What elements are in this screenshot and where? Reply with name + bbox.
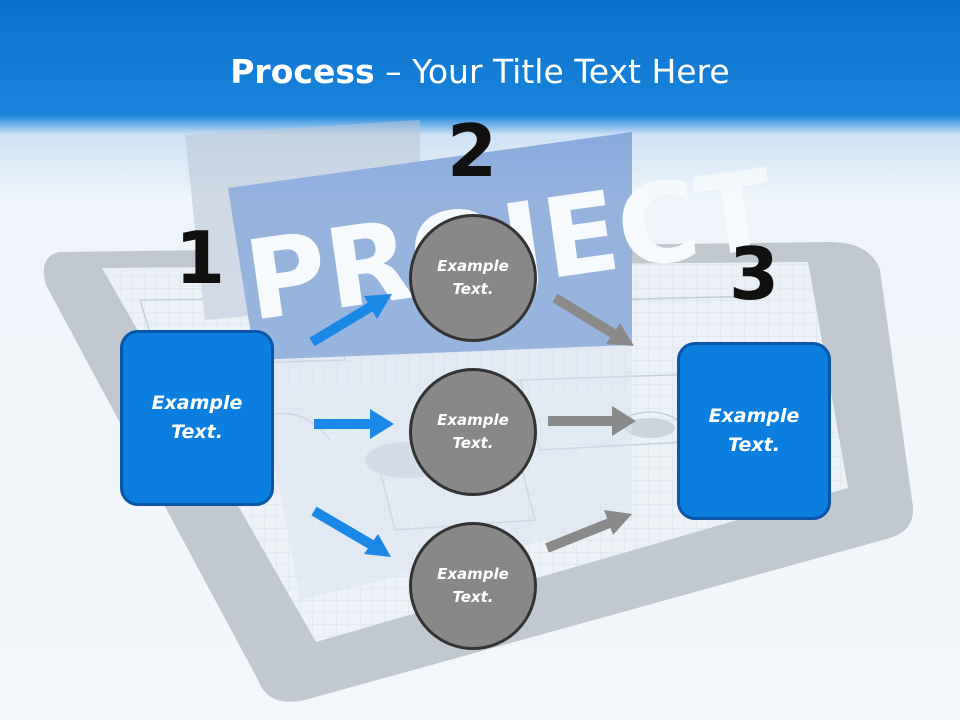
step-1-box: Example Text. xyxy=(120,330,274,506)
step-1-text: Example Text. xyxy=(151,392,243,443)
gray-arrow-right-icon xyxy=(548,406,636,436)
step-number-3: 3 xyxy=(728,232,780,316)
title-rest: – Your Title Text Here xyxy=(374,52,730,91)
slide-title: Process – Your Title Text Here xyxy=(0,52,960,91)
step-2-circle-top: Example Text. xyxy=(409,214,537,342)
gray-arrow-down-icon xyxy=(552,293,634,346)
blue-arrow-up-icon xyxy=(309,294,392,347)
step-2-circle-bottom: Example Text. xyxy=(409,522,537,650)
step-2-circle-middle-text: Example Text. xyxy=(437,411,509,452)
step-3-text: Example Text. xyxy=(708,405,800,456)
blue-arrow-right-icon xyxy=(314,409,394,439)
step-2-circle-bottom-text: Example Text. xyxy=(437,565,509,606)
step-number-1: 1 xyxy=(174,216,226,300)
gray-arrow-up-icon xyxy=(545,510,632,553)
step-2-circle-middle: Example Text. xyxy=(409,368,537,496)
step-number-2: 2 xyxy=(446,109,498,193)
title-bold: Process xyxy=(230,52,375,91)
step-2-circle-top-text: Example Text. xyxy=(437,257,509,298)
step-3-box: Example Text. xyxy=(677,342,831,520)
blue-arrow-down-icon xyxy=(311,506,391,557)
